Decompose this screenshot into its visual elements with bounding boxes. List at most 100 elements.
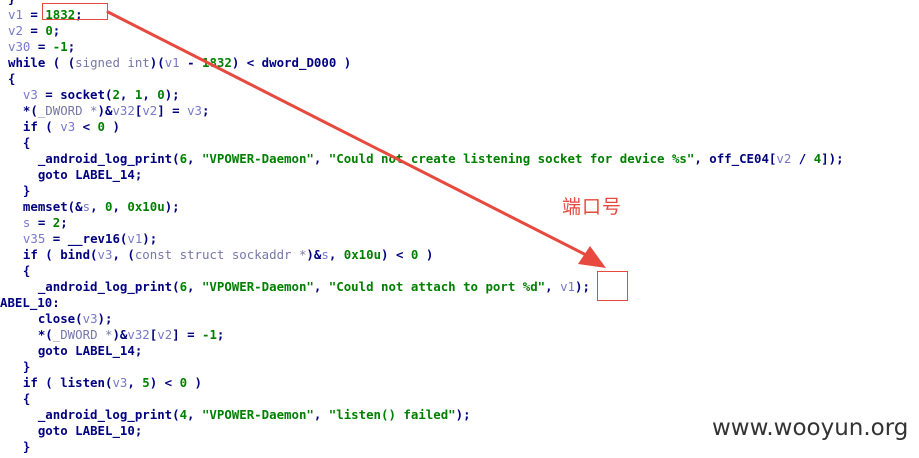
code-token-plain: ] =: [157, 103, 188, 118]
code-line[interactable]: if ( v3 < 0 ): [8, 119, 120, 135]
code-token-num: 5: [142, 375, 150, 390]
code-token-plain: ,: [112, 199, 128, 214]
code-line[interactable]: s = 2;: [8, 215, 68, 231]
code-token-plain: ,: [119, 87, 135, 102]
code-token-plain: memset(&: [8, 199, 83, 214]
code-token-num: 2: [112, 87, 120, 102]
code-token-str: "VPOWER-Daemon": [201, 407, 314, 422]
code-token-plain: ,: [90, 199, 105, 214]
code-token-plain: ): [418, 247, 434, 262]
code-token-plain: ( (: [45, 55, 76, 70]
code-token-var: v3: [187, 103, 202, 118]
code-token-num: 0: [157, 87, 165, 102]
code-token-plain: [8, 231, 23, 246]
code-token-plain: ) <: [149, 375, 180, 390]
code-line[interactable]: while ( (signed int)(v1 - 1832) < dword_…: [8, 55, 351, 71]
code-line[interactable]: _android_log_print(6, "VPOWER-Daemon", "…: [8, 279, 590, 295]
code-token-plain: ,: [142, 87, 158, 102]
code-token-var: v1: [560, 279, 575, 294]
code-token-plain: [8, 215, 23, 230]
code-line[interactable]: goto LABEL_14;: [8, 167, 142, 183]
code-token-kw: if: [22, 375, 38, 390]
code-token-plain: *(: [8, 327, 53, 342]
code-line[interactable]: }: [8, 359, 30, 375]
code-token-num: 4: [179, 407, 188, 422]
code-line[interactable]: goto LABEL_14;: [8, 343, 142, 359]
code-token-plain: ,: [328, 247, 344, 262]
code-token-plain: )&: [306, 247, 322, 262]
code-token-str: "Could not create listening socket for d…: [328, 151, 695, 166]
code-token-plain: , off_CE04[: [694, 151, 777, 166]
code-token-var: v3: [97, 247, 113, 262]
highlight-box-port-value: [42, 3, 108, 20]
code-token-plain: [8, 119, 23, 134]
code-token-plain: ;: [67, 39, 76, 54]
code-line[interactable]: }: [8, 183, 30, 199]
code-token-plain: )&: [112, 327, 128, 342]
code-line[interactable]: _android_log_print(6, "VPOWER-Daemon", "…: [8, 151, 844, 167]
code-line[interactable]: }: [8, 0, 15, 7]
code-line[interactable]: *(_DWORD *)&v32[v2] = v3;: [8, 103, 210, 119]
code-line[interactable]: {: [8, 71, 15, 87]
code-token-var: v3: [112, 375, 128, 390]
code-token-plain: {: [8, 263, 31, 278]
code-line[interactable]: v35 = __rev16(v1);: [8, 231, 157, 247]
code-line[interactable]: {: [8, 391, 30, 407]
code-token-num: 2: [52, 215, 61, 230]
code-line[interactable]: memset(&s, 0, 0x10u);: [8, 199, 180, 215]
code-line[interactable]: _android_log_print(4, "VPOWER-Daemon", "…: [8, 407, 471, 423]
code-token-str: "VPOWER-Daemon": [201, 279, 314, 294]
code-line[interactable]: v3 = socket(2, 1, 0);: [8, 87, 180, 103]
code-line[interactable]: v1 = 1832;: [8, 7, 83, 23]
code-token-plain: , (: [112, 247, 135, 262]
code-line[interactable]: v1 = v33;: [8, 455, 90, 458]
code-line[interactable]: goto LABEL_10;: [8, 423, 142, 439]
code-token-plain: ( bind(: [37, 247, 98, 262]
code-token-plain: =: [30, 215, 53, 230]
code-token-plain: _android_log_print(: [8, 279, 180, 294]
code-token-plain: [8, 247, 23, 262]
code-token-plain: )&: [97, 103, 113, 118]
code-token-str: "listen() failed": [328, 407, 456, 422]
code-token-plain: ,: [545, 279, 561, 294]
code-token-type: signed int: [75, 55, 150, 70]
code-token-plain: ,: [313, 279, 329, 294]
code-line[interactable]: {: [8, 263, 30, 279]
code-line[interactable]: ABEL_10:: [0, 295, 60, 311]
code-line[interactable]: if ( bind(v3, (const struct sockaddr *)&…: [8, 247, 433, 263]
code-token-plain: );: [164, 87, 180, 102]
code-line[interactable]: v2 = 0;: [8, 23, 60, 39]
code-line[interactable]: if ( listen(v3, 5) < 0 ): [8, 375, 202, 391]
code-token-plain: =: [30, 39, 53, 54]
code-line[interactable]: }: [8, 439, 30, 455]
code-token-num: -1: [52, 39, 68, 54]
code-token-plain: = socket(: [37, 87, 113, 102]
code-token-var: v1: [8, 7, 23, 22]
code-token-num: 0x10u: [343, 247, 382, 262]
code-token-var: v33: [60, 455, 82, 458]
code-token-type: _DWORD *: [37, 103, 98, 118]
code-token-var: s: [22, 215, 31, 230]
code-token-var: v2: [142, 103, 158, 118]
code-token-plain: [8, 343, 38, 358]
code-token-plain: ;: [75, 7, 83, 22]
code-line[interactable]: *(_DWORD *)&v32[v2] = -1;: [8, 327, 225, 343]
code-token-plain: );: [97, 311, 113, 326]
code-line[interactable]: {: [8, 135, 30, 151]
code-token-plain: =: [38, 455, 60, 458]
code-token-plain: ABEL_10:: [0, 295, 60, 310]
code-line[interactable]: v30 = -1;: [8, 39, 75, 55]
code-token-kw: goto: [37, 423, 68, 438]
code-token-plain: );: [142, 231, 158, 246]
code-token-str: "VPOWER-Daemon": [201, 151, 314, 166]
code-token-plain: ;: [52, 23, 61, 38]
code-token-num: 0: [45, 23, 53, 38]
code-token-plain: LABEL_10;: [67, 423, 143, 438]
code-token-str: "Could not attach to port %d": [328, 279, 546, 294]
code-token-plain: [8, 375, 23, 390]
code-token-var: v1: [164, 55, 180, 70]
code-token-var: v30: [8, 39, 31, 54]
code-token-var: v2: [157, 327, 173, 342]
code-line[interactable]: close(v3);: [8, 311, 113, 327]
